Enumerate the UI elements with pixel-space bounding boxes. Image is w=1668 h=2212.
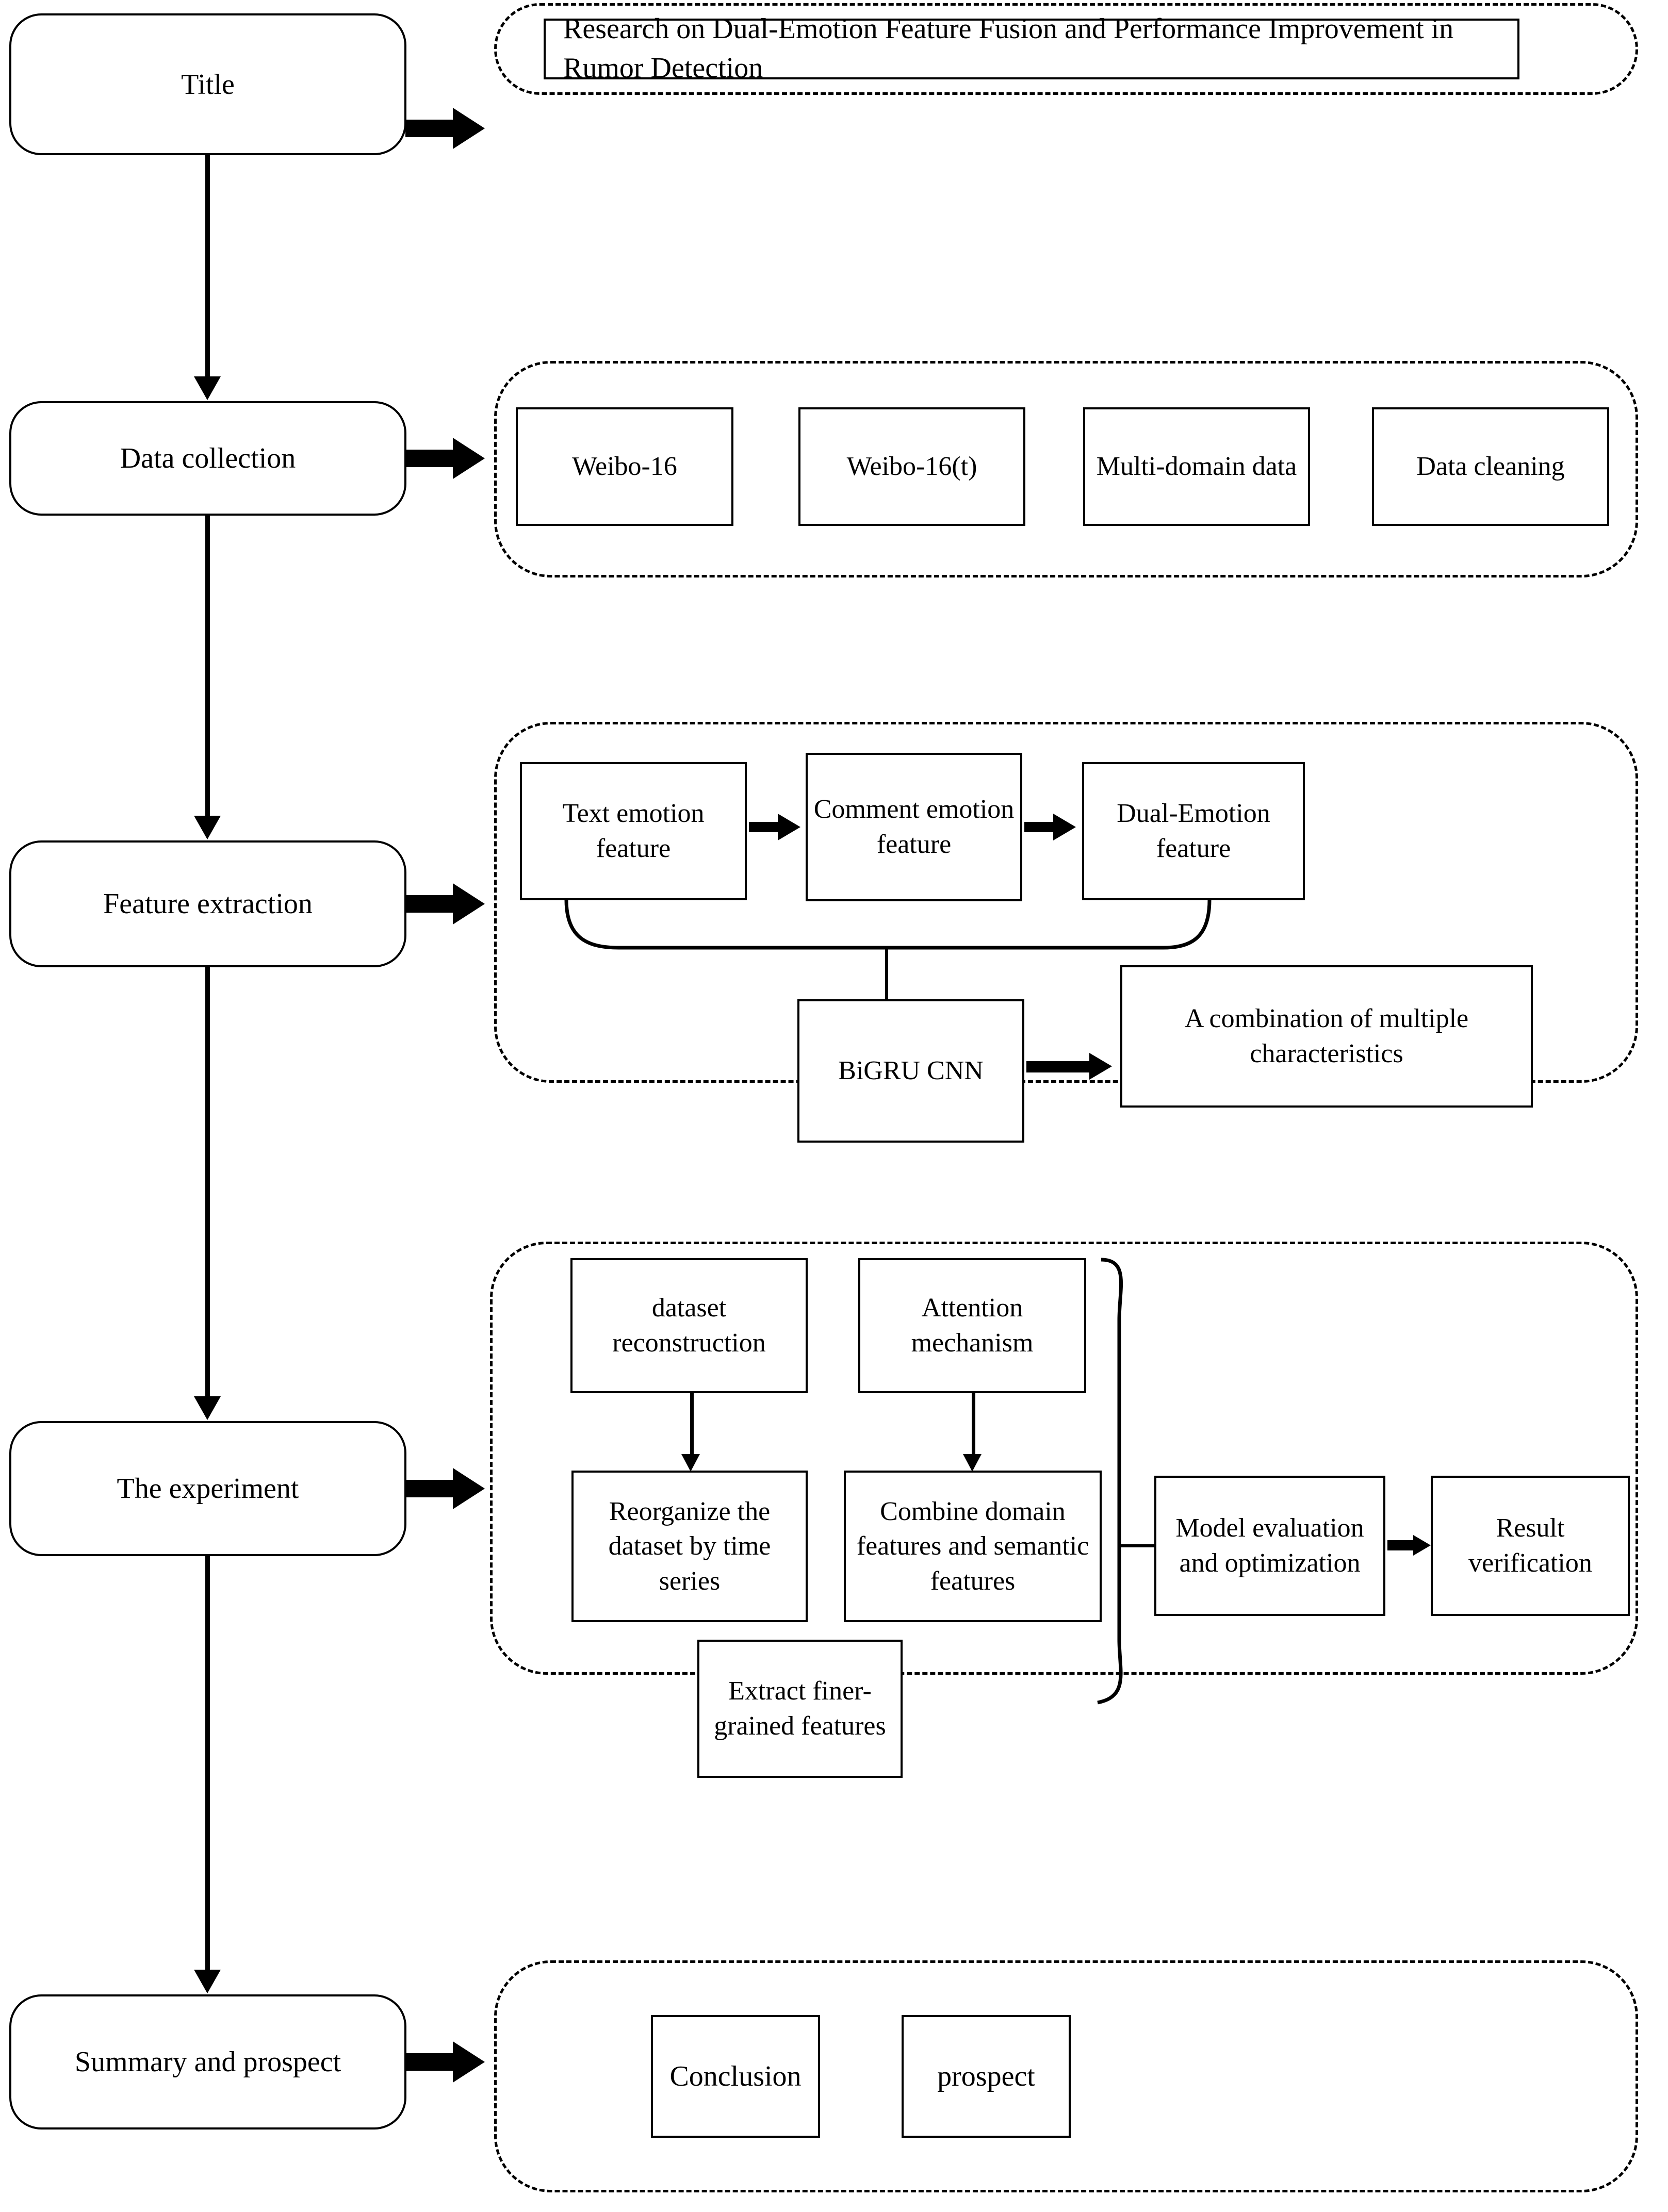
combine-domain-label: Combine domain features and semantic fea… xyxy=(856,1496,1089,1596)
arrow-bigru-to-combination-shaft xyxy=(1026,1061,1095,1072)
arrow-title-head xyxy=(453,108,485,149)
node-weibo16t[interactable]: Weibo-16(t) xyxy=(798,407,1025,526)
arrow-data-shaft xyxy=(405,450,457,467)
arrow-comment-to-dual-head xyxy=(1053,814,1076,840)
spine-data-to-feature xyxy=(205,515,210,819)
attention-mechanism-label: Attention mechanism xyxy=(911,1293,1034,1358)
arrow-bigru-to-combination-head xyxy=(1089,1053,1112,1080)
node-reorganize[interactable]: Reorganize the dataset by time series xyxy=(571,1471,808,1622)
node-comment-emotion[interactable]: Comment emotion feature xyxy=(806,753,1022,901)
prospect-label: prospect xyxy=(937,2060,1035,2092)
node-prospect[interactable]: prospect xyxy=(902,2015,1071,2138)
node-dataset-reconstruction[interactable]: dataset reconstruction xyxy=(570,1258,808,1393)
stage-data-collection-label: Data collection xyxy=(120,442,296,474)
arrow-model-to-result-head xyxy=(1413,1535,1431,1556)
stage-experiment-label: The experiment xyxy=(117,1473,299,1505)
combination-label: A combination of multiple characteristic… xyxy=(1184,1004,1469,1068)
stage-summary-label: Summary and prospect xyxy=(74,2046,341,2078)
node-result-verification[interactable]: Result verification xyxy=(1431,1476,1630,1616)
stage-feature-extraction-label: Feature extraction xyxy=(103,888,313,920)
stage-experiment[interactable]: The experiment xyxy=(9,1421,406,1556)
node-paper-title[interactable]: Research on Dual-Emotion Feature Fusion … xyxy=(544,13,1519,84)
node-combine-domain[interactable]: Combine domain features and semantic fea… xyxy=(844,1471,1102,1622)
group-summary xyxy=(494,1960,1638,2192)
arrow-spine-experiment xyxy=(194,1396,221,1420)
group-data-collection xyxy=(494,361,1638,577)
node-extract-finer[interactable]: Extract finer- grained features xyxy=(697,1640,903,1778)
data-cleaning-label: Data cleaning xyxy=(1416,452,1565,482)
arrow-data-head xyxy=(453,438,485,479)
node-multidomain[interactable]: Multi-domain data xyxy=(1083,407,1310,526)
node-weibo16[interactable]: Weibo-16 xyxy=(516,407,733,526)
arrow-title-shaft xyxy=(405,120,457,137)
group-title xyxy=(494,3,1638,95)
node-text-emotion[interactable]: Text emotion feature xyxy=(520,762,747,900)
spine-title-to-data xyxy=(205,154,210,379)
stage-data-collection[interactable]: Data collection xyxy=(9,401,406,516)
arrow-attention-to-combine xyxy=(963,1454,982,1472)
stage-summary[interactable]: Summary and prospect xyxy=(9,1994,406,2130)
node-dual-emotion[interactable]: Dual-Emotion feature xyxy=(1082,762,1305,900)
connector-dataset-to-reorganize xyxy=(690,1393,694,1459)
arrow-feature-head xyxy=(453,883,485,925)
extract-finer-label: Extract finer- grained features xyxy=(714,1676,886,1741)
brace-stem-feature xyxy=(885,948,888,999)
arrow-text-to-comment-head xyxy=(778,814,800,840)
group-feature-extraction xyxy=(494,722,1638,1083)
stage-title[interactable]: Title xyxy=(9,13,406,155)
node-combination[interactable]: A combination of multiple characteristic… xyxy=(1120,965,1533,1108)
node-bigru-cnn[interactable]: BiGRU CNN xyxy=(797,999,1024,1143)
arrow-spine-data xyxy=(194,376,221,400)
comment-emotion-label: Comment emotion feature xyxy=(813,795,1015,859)
arrow-summary-shaft xyxy=(405,2053,457,2071)
node-data-cleaning[interactable]: Data cleaning xyxy=(1372,407,1609,526)
arrow-spine-feature xyxy=(194,816,221,839)
arrow-summary-head xyxy=(453,2041,485,2083)
spine-experiment-to-summary xyxy=(205,1555,210,1973)
bigru-cnn-label: BiGRU CNN xyxy=(838,1056,984,1086)
weibo16t-label: Weibo-16(t) xyxy=(846,452,977,482)
stage-title-label: Title xyxy=(181,68,235,101)
text-emotion-label: Text emotion feature xyxy=(562,799,705,863)
multidomain-label: Multi-domain data xyxy=(1096,452,1297,482)
arrow-experiment-head xyxy=(453,1468,485,1509)
node-conclusion[interactable]: Conclusion xyxy=(651,2015,820,2138)
reorganize-label: Reorganize the dataset by time series xyxy=(608,1496,771,1596)
arrow-comment-to-dual-shaft xyxy=(1024,822,1057,832)
dataset-reconstruction-label: dataset reconstruction xyxy=(612,1293,766,1358)
arrow-spine-summary xyxy=(194,1970,221,1993)
arrow-dataset-to-reorganize xyxy=(681,1454,700,1472)
node-model-evaluation[interactable]: Model evaluation and optimization xyxy=(1154,1476,1385,1616)
group-experiment xyxy=(490,1242,1638,1675)
brace-tie-experiment xyxy=(1119,1544,1155,1547)
result-verification-label: Result verification xyxy=(1468,1513,1592,1578)
conclusion-label: Conclusion xyxy=(669,2060,802,2092)
arrow-feature-shaft xyxy=(405,895,457,913)
dual-emotion-label: Dual-Emotion feature xyxy=(1117,799,1270,863)
spine-feature-to-experiment xyxy=(205,966,210,1399)
arrow-experiment-shaft xyxy=(405,1480,457,1497)
node-attention-mechanism[interactable]: Attention mechanism xyxy=(858,1258,1086,1393)
paper-title-text: Research on Dual-Emotion Feature Fusion … xyxy=(563,13,1454,84)
arrow-text-to-comment-shaft xyxy=(749,822,782,832)
arrow-model-to-result-shaft xyxy=(1387,1540,1417,1550)
connector-attention-to-combine xyxy=(972,1393,975,1459)
weibo16-label: Weibo-16 xyxy=(572,452,677,482)
stage-feature-extraction[interactable]: Feature extraction xyxy=(9,840,406,967)
model-evaluation-label: Model evaluation and optimization xyxy=(1175,1513,1364,1578)
